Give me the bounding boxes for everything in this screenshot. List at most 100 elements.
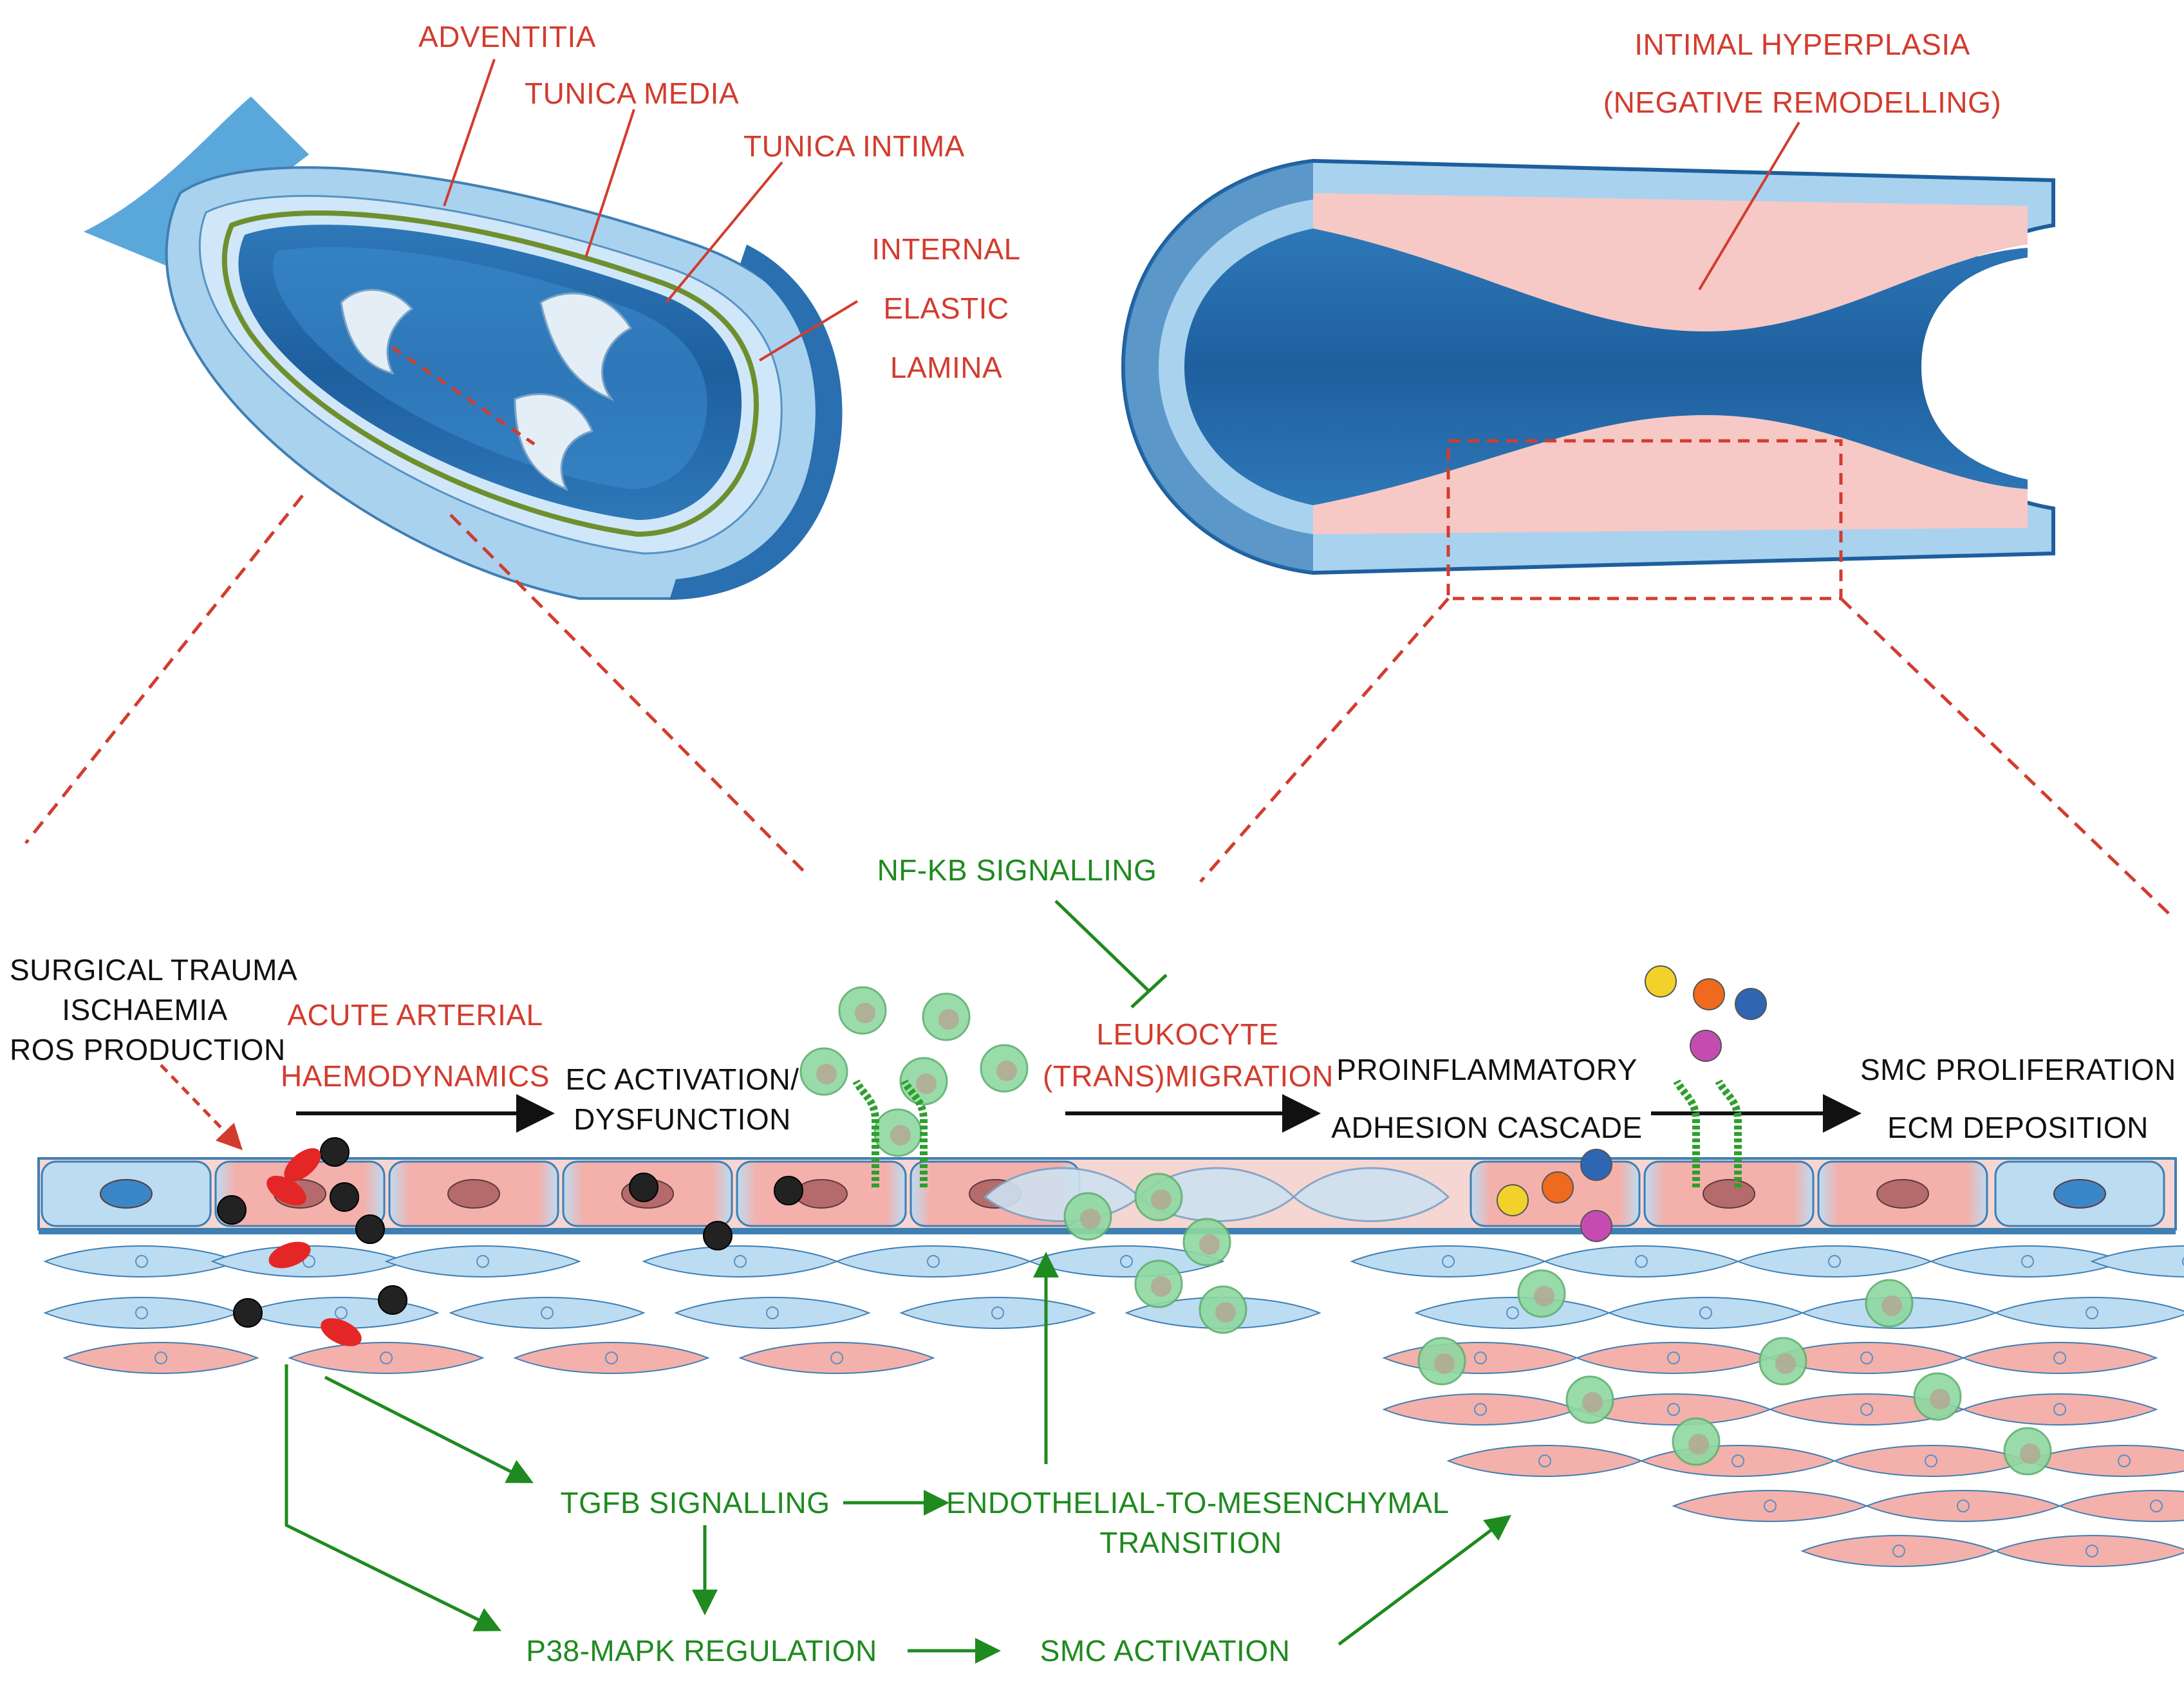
smooth-muscle-cell [835,1245,1032,1277]
leukocyte-nucleus [996,1061,1017,1081]
cytokine [1735,988,1767,1020]
smooth-muscle-cell [1993,1297,2184,1329]
smc-nucleus [2150,1500,2163,1512]
leukocyte-nucleus [855,1003,875,1023]
smooth-muscle-cell [899,1297,1096,1329]
cytokine [1645,965,1677,998]
leukocyte-nucleus [1582,1392,1603,1413]
leukocyte-nucleus [1215,1302,1236,1323]
leukocyte-nucleus [890,1125,911,1146]
transmigrating-cell [1292,1167,1450,1222]
smc-nucleus [830,1351,843,1364]
top-right-leader-line [1698,121,1800,291]
adhesion-receptor [852,1079,879,1187]
smc-nucleus [605,1351,618,1364]
top-left-leader-lines [443,59,859,362]
label-iel-line3: LAMINA [890,351,1003,384]
smc-nucleus [2021,1255,2034,1268]
smooth-muscle-cell [2058,1490,2184,1522]
platelet [268,1241,311,1268]
smooth-muscle-cell [449,1297,646,1329]
leukocyte-nucleus [1199,1234,1220,1255]
smc-nucleus [476,1255,489,1268]
trigger-arrow [160,1064,243,1151]
ros-particle [629,1173,658,1202]
smooth-muscle-cell [1575,1342,1772,1374]
ros-particles [217,965,1767,1328]
adhesion-receptor [1673,1079,1700,1187]
platelet [321,1318,362,1346]
leukocyte-nucleus [1080,1209,1101,1229]
label-leukocyte: LEUKOCYTE [1096,1017,1279,1051]
smooth-muscle-cell [642,1245,839,1277]
smooth-muscle-cell [1382,1393,1579,1426]
smc-nucleus [1506,1306,1519,1319]
smooth-muscle-cell [62,1342,259,1374]
leukocyte-nucleus [916,1073,937,1094]
smooth-muscle-cell [1993,1535,2184,1567]
smooth-muscle-cell [1350,1245,1547,1277]
smooth-muscle-cell [1961,1393,2158,1426]
label-adhesion-cascade: ADHESION CASCADE [1331,1111,1643,1144]
smooth-muscle-cell [43,1245,240,1277]
label-nfkb-signalling: NF-KB SIGNALLING [877,853,1157,887]
ros-particle [703,1221,733,1250]
leukocyte-nucleus [1151,1276,1171,1297]
ros-particle [217,1195,247,1225]
label-tgfb-signalling: TGFB SIGNALLING [560,1486,830,1519]
smooth-muscle-cell [1672,1490,1869,1522]
smooth-muscle-cell [1607,1297,1804,1329]
cytokine [1580,1210,1612,1242]
leukocyte-nucleus [1534,1286,1554,1306]
smc-nucleus [1764,1500,1777,1512]
cell-nucleus [447,1179,500,1209]
smc-nucleus [1828,1255,1841,1268]
cell-nucleus [795,1179,848,1209]
smc-nucleus [766,1306,779,1319]
smc-nucleus [1635,1255,1648,1268]
smooth-muscle-cell [2026,1445,2184,1477]
smc-nucleus [1957,1500,1970,1512]
smc-nucleus [927,1255,940,1268]
smc-nucleus [2086,1545,2098,1557]
label-ischaemia: ISCHAEMIA [62,993,228,1026]
smooth-muscle-cell [2090,1245,2184,1277]
smooth-muscle-cell [1800,1535,1997,1567]
cell-nucleus [1703,1179,1755,1209]
smc-nucleus [1474,1351,1487,1364]
leukocyte-nucleus [1881,1296,1902,1316]
platelet [284,1148,321,1182]
smooth-muscle-cell [1865,1490,2062,1522]
smc-nucleus [335,1306,348,1319]
smc-nucleus [135,1255,148,1268]
ros-particle [320,1137,350,1167]
cytokine [1542,1171,1574,1203]
smooth-muscle-cell [1414,1297,1611,1329]
ros-particle [233,1298,263,1328]
label-p38-mapk: P38-MAPK REGULATION [526,1634,877,1667]
smooth-muscle-cell [1736,1245,1933,1277]
smc-nucleus [1120,1255,1133,1268]
smc-nucleus [1667,1403,1680,1416]
label-tunica-intima: TUNICA INTIMA [743,129,965,163]
smc-nucleus [1442,1255,1455,1268]
label-smc-proliferation: SMC PROLIFERATION [1860,1053,2176,1086]
label-dysfunction: DYSFUNCTION [574,1102,791,1136]
leukocyte-nucleus [1775,1353,1796,1374]
smc-nucleus [1667,1351,1680,1364]
smooth-muscle-cell [1543,1245,1740,1277]
label-ros-production: ROS PRODUCTION [10,1033,286,1066]
cytokine [1693,978,1725,1010]
smc-nucleus [303,1255,315,1268]
smc-nucleus [1925,1454,1937,1467]
adhesion-receptor [901,1079,928,1187]
smooth-muscle-cell [288,1342,485,1374]
ros-particle [330,1182,359,1212]
smc-nucleus [1731,1454,1744,1467]
smc-nucleus [2086,1306,2098,1319]
label-tunica-media: TUNICA MEDIA [525,77,740,110]
ros-particle [774,1176,803,1205]
leukocyte-nucleus [1688,1434,1709,1454]
adhesion-receptors [852,1079,1742,1187]
cytokine [1580,1149,1612,1181]
